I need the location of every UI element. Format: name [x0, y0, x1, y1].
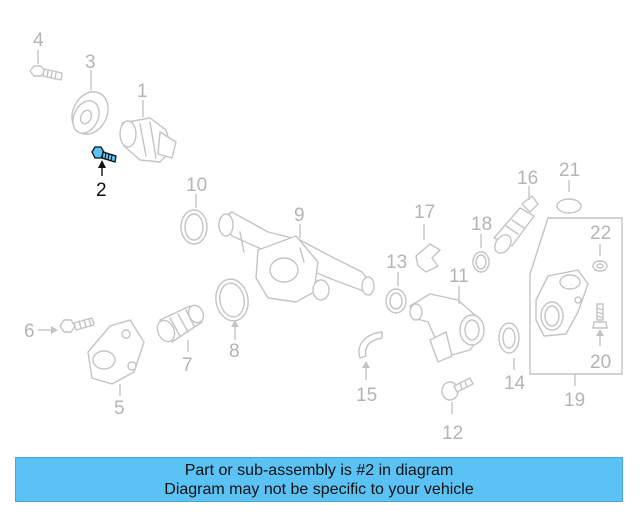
callout-1[interactable]: 1 [137, 81, 148, 102]
callout-17[interactable]: 17 [414, 202, 435, 223]
arrow-15 [362, 361, 370, 368]
callout-6[interactable]: 6 [24, 321, 35, 342]
callout-3[interactable]: 3 [85, 52, 96, 73]
part-3-pulley[interactable] [65, 86, 114, 140]
callout-7[interactable]: 7 [182, 355, 193, 376]
part-12-bolt[interactable] [441, 377, 474, 401]
part-10-gasket[interactable] [180, 209, 208, 245]
callout-16[interactable]: 16 [517, 168, 538, 189]
parts-diagram: 4 3 1 2 10 9 [24, 30, 623, 444]
callout-5[interactable]: 5 [114, 398, 125, 419]
callout-4[interactable]: 4 [33, 30, 44, 51]
part-5-housing[interactable] [87, 319, 145, 385]
callout-2[interactable]: 2 [96, 180, 107, 201]
callout-13[interactable]: 13 [386, 252, 407, 273]
part-14-oring[interactable] [498, 322, 520, 354]
part-8-gasket[interactable] [213, 277, 252, 324]
callout-20[interactable]: 20 [590, 352, 611, 373]
callout-9[interactable]: 9 [294, 205, 305, 226]
callout-12[interactable]: 12 [442, 423, 463, 444]
callout-22[interactable]: 22 [590, 223, 611, 244]
part-7-thermostat[interactable] [154, 303, 206, 344]
callout-11[interactable]: 11 [449, 266, 469, 287]
banner-line-2: Diagram may not be specific to your vehi… [164, 481, 474, 498]
callout-21[interactable]: 21 [559, 160, 580, 181]
callout-19[interactable]: 19 [564, 390, 585, 411]
part-2-bolt[interactable] [91, 146, 117, 163]
callout-15[interactable]: 15 [356, 385, 377, 406]
arrow-2 [98, 160, 106, 168]
part-4-bolt[interactable] [29, 65, 63, 81]
part-15-clip[interactable] [358, 331, 383, 359]
arrow-20 [596, 329, 604, 336]
part-18-oring[interactable] [472, 251, 490, 273]
bracket-19 [529, 217, 623, 375]
callout-14[interactable]: 14 [504, 373, 526, 394]
part-1-water-pump[interactable] [119, 117, 177, 163]
part-20-stud[interactable] [592, 303, 608, 329]
part-6-bolt[interactable] [59, 317, 95, 333]
arrow-6 [51, 326, 58, 334]
part-21-oring[interactable] [556, 198, 582, 214]
part-13-oring[interactable] [385, 288, 407, 314]
callout-8[interactable]: 8 [229, 341, 240, 362]
part-19-flange[interactable] [535, 269, 589, 337]
part-9-water-pipe[interactable] [218, 211, 375, 303]
banner-line-1: Part or sub-assembly is #2 in diagram [184, 462, 454, 479]
callout-18[interactable]: 18 [471, 214, 492, 235]
part-16-sensor[interactable] [492, 195, 539, 256]
callout-10[interactable]: 10 [186, 175, 207, 196]
part-17-clip[interactable] [415, 243, 441, 273]
part-11-outlet[interactable] [409, 293, 485, 363]
info-banner: Part or sub-assembly is #2 in diagram Di… [15, 457, 623, 502]
arrow-8 [231, 320, 239, 327]
part-22-washer[interactable] [592, 260, 608, 272]
